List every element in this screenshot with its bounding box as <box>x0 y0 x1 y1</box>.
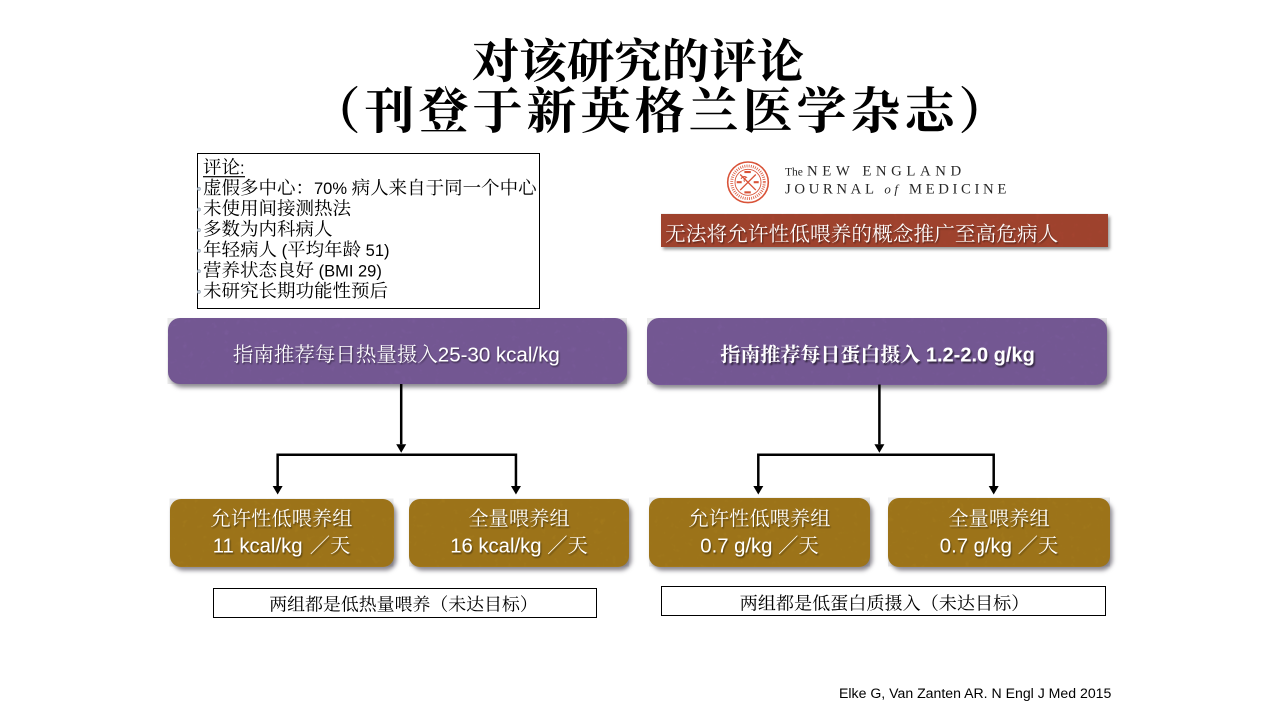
svg-text:0.7 g/kg: 0.7 g/kg <box>700 536 778 558</box>
svg-text:The: The <box>785 166 803 178</box>
svg-text:0.7 g/kg: 0.7 g/kg <box>940 536 1018 558</box>
svg-text:(BMI 29): (BMI 29) <box>314 263 382 281</box>
svg-text::: : <box>240 160 245 178</box>
svg-text:1.2-2.0 g/kg: 1.2-2.0 g/kg <box>920 345 1035 367</box>
svg-text:(: ( <box>277 242 288 260</box>
svg-text:51): 51) <box>361 242 389 260</box>
svg-text:11 kcal/kg: 11 kcal/kg <box>213 536 308 558</box>
svg-text:JOURNAL of MEDICINE: JOURNAL of MEDICINE <box>785 181 1010 197</box>
svg-text:NEW ENGLAND: NEW ENGLAND <box>807 163 966 179</box>
svg-text:Elke G, Van Zanten AR. N Engl: Elke G, Van Zanten AR. N Engl J Med 2015 <box>839 685 1112 701</box>
svg-text:70%: 70% <box>314 180 352 198</box>
svg-text:25-30 kcal/kg: 25-30 kcal/kg <box>438 344 560 367</box>
svg-text:16 kcal/kg: 16 kcal/kg <box>450 536 547 558</box>
